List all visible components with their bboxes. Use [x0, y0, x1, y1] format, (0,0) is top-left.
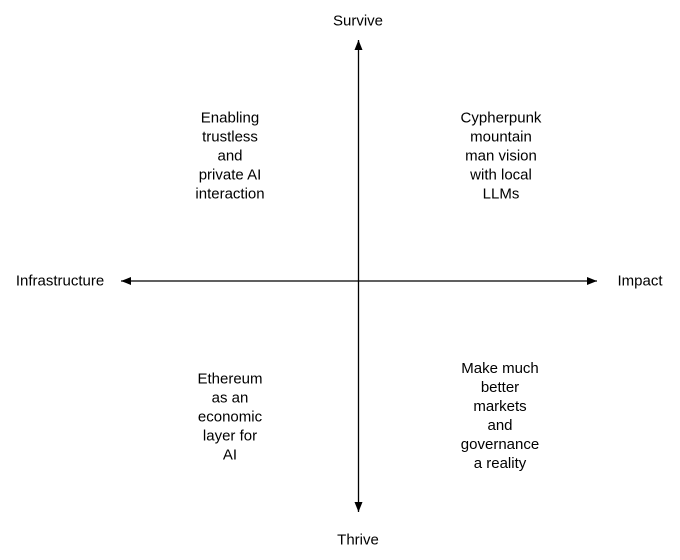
- quadrant-text-top-left: Enabling trustless and private AI intera…: [195, 109, 265, 203]
- axis-label-top: Survive: [332, 12, 384, 30]
- axis-label-bottom: Thrive: [337, 531, 379, 549]
- quadrant-text-bottom-left: Ethereum as an economic layer for AI: [197, 370, 263, 464]
- quadrant-text-bottom-right: Make much better markets and governance …: [460, 360, 540, 472]
- quadrant-text-top-right: Cypherpunk mountain man vision with loca…: [460, 109, 542, 203]
- axis-label-right: Impact: [617, 272, 663, 290]
- axis-label-left: Infrastructure: [15, 272, 105, 290]
